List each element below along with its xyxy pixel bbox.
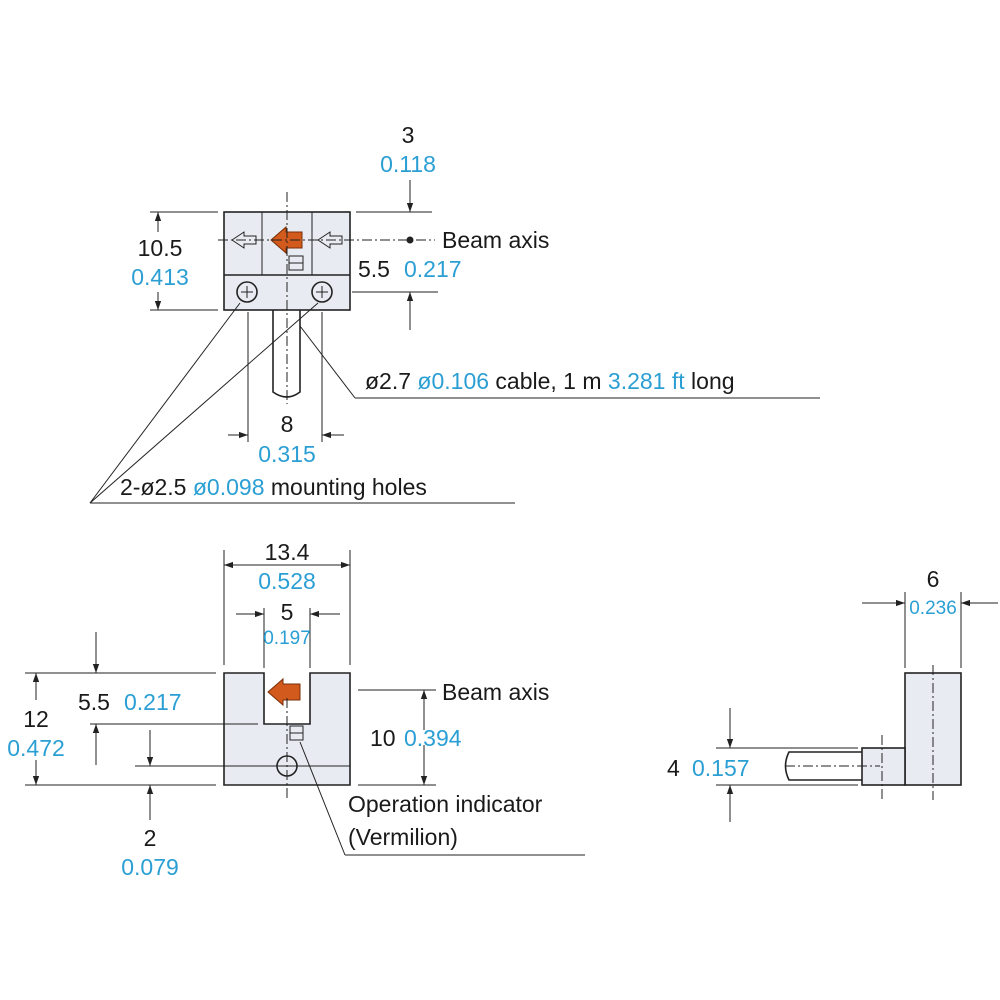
dim-beam-inch: 0.217 xyxy=(404,256,462,282)
dim-top-inch: 0.118 xyxy=(380,151,436,177)
dim-width-inch: 0.528 xyxy=(258,568,316,594)
dim-bottom-inch: 0.079 xyxy=(121,854,179,880)
dim-cable-width-inch: 0.315 xyxy=(258,441,316,467)
side-view: 6 0.236 4 0.157 xyxy=(667,566,998,822)
front-indicator-arrow-icon xyxy=(267,677,301,707)
dim-height-mm: 10.5 xyxy=(138,235,183,261)
dim-cable-width-mm: 8 xyxy=(281,411,294,437)
top-beam-axis-label: Beam axis xyxy=(442,227,549,253)
indicator-label-line1: Operation indicator xyxy=(348,791,543,817)
mounting-hole-left xyxy=(236,281,258,303)
dim-side-cable-inch: 0.157 xyxy=(692,755,750,781)
dim-slot-depth-mm: 10 xyxy=(370,725,396,751)
dim-bottom-mm: 2 xyxy=(144,825,157,851)
indicator-label-line2: (Vermilion) xyxy=(348,824,458,850)
dim-thickness-mm: 6 xyxy=(927,566,940,592)
front-beam-axis-label: Beam axis xyxy=(442,679,549,705)
front-view: 13.4 0.528 5 0.197 Beam axis 12 0.472 5.… xyxy=(7,539,585,880)
dim-slot-mm: 5 xyxy=(281,599,294,625)
dim-front-beam-mm: 5.5 xyxy=(78,689,110,715)
dim-thickness-inch: 0.236 xyxy=(909,598,957,619)
dim-front-height-inch: 0.472 xyxy=(7,735,65,761)
dim-slot-inch: 0.197 xyxy=(263,628,311,649)
dim-front-height-mm: 12 xyxy=(23,706,49,732)
dim-slot-depth-inch: 0.394 xyxy=(404,725,462,751)
dim-height-inch: 0.413 xyxy=(131,264,189,290)
top-view: Beam axis 3 0.118 5.5 0.217 10.5 0.413 8… xyxy=(89,122,820,504)
dim-width-mm: 13.4 xyxy=(265,539,310,565)
dim-top-mm: 3 xyxy=(402,122,415,148)
dim-beam-mm: 5.5 xyxy=(358,256,390,282)
mounting-hole-right xyxy=(311,281,333,303)
cable-note: ø2.7 ø0.106 cable, 1 m 3.281 ft long xyxy=(365,368,735,394)
mounting-holes-note: 2-ø2.5 ø0.098 mounting holes xyxy=(120,474,427,500)
right-arrow-icon xyxy=(317,231,343,249)
dim-side-cable-mm: 4 xyxy=(667,755,680,781)
dim-front-beam-inch: 0.217 xyxy=(124,689,182,715)
